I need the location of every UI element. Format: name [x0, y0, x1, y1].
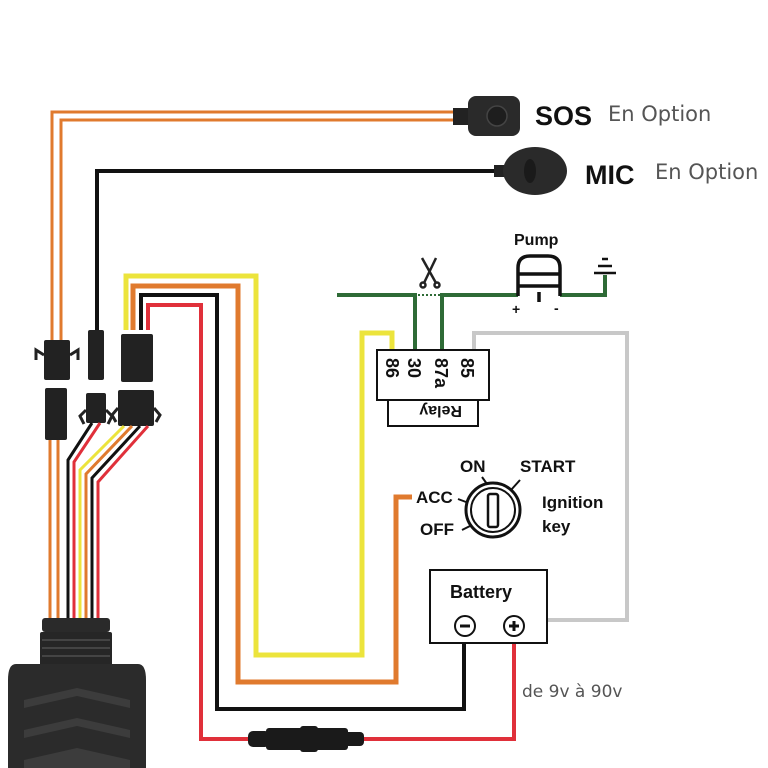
battery-positive-icon [503, 615, 525, 637]
sos-label: SOS [535, 101, 592, 131]
sos-note: En Option [608, 102, 711, 126]
red-wire [146, 303, 516, 741]
ignition-off: OFF [420, 520, 454, 539]
relay-pin-30: 30 [404, 358, 424, 378]
yellow-wire [123, 273, 395, 658]
ignition-start: START [520, 457, 576, 476]
harness-wires [48, 422, 150, 620]
ignition-on: ON [460, 457, 486, 476]
relay-pin-87a: 87a [431, 358, 451, 389]
mic-wire [95, 169, 500, 330]
relay-label: Relay [419, 402, 462, 419]
voltage-range: de 9v à 90v [522, 682, 622, 702]
connector-latch-icons [34, 347, 80, 360]
battery [429, 569, 548, 644]
ignition-label-line2: key [542, 517, 571, 536]
orange-wire [130, 283, 412, 685]
green-wires [337, 275, 607, 350]
black-wire [139, 293, 466, 711]
relay-pin-86: 86 [382, 358, 402, 378]
connectors-lower [45, 388, 154, 440]
microphone-device [494, 147, 567, 195]
relay [376, 349, 490, 427]
connector-latch-icons-lower [78, 407, 162, 425]
relay-pin-85: 85 [457, 358, 477, 378]
pump-plus: + [512, 301, 520, 317]
pump-label: Pump [514, 232, 559, 249]
sos-wire [50, 110, 455, 340]
fuse-icon [248, 726, 364, 752]
battery-negative-icon [454, 615, 476, 637]
mic-label: MIC [585, 160, 635, 190]
scissors-icon [419, 257, 441, 289]
ignition-key-icon [457, 476, 522, 539]
sos-button-device [453, 96, 520, 136]
ignition-acc: ACC [416, 488, 453, 507]
mic-note: En Option [655, 160, 758, 184]
battery-label: Battery [450, 582, 512, 602]
gps-tracker-device [8, 618, 146, 768]
connectors-upper [44, 330, 153, 382]
ignition-label-line1: Ignition [542, 493, 603, 512]
ground-icon [594, 257, 616, 275]
pump-icon [516, 254, 562, 302]
pump-minus: - [554, 300, 559, 316]
gray-wire [472, 331, 629, 622]
